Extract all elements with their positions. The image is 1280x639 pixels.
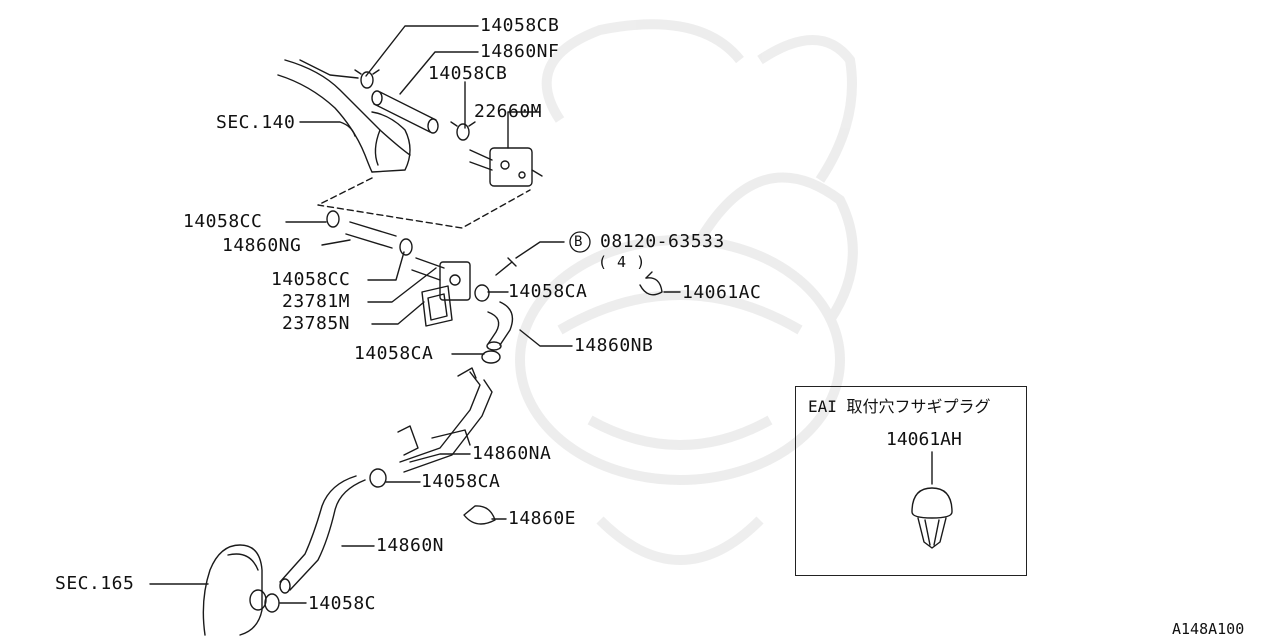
clip-14061ac [639, 271, 663, 296]
inset-title: EAI 取付穴フサギプラグ [808, 397, 991, 416]
label-14061ac: 14061AC [682, 282, 762, 303]
label-14058cb-a: 14058CB [480, 15, 560, 36]
clamp-14058ca-b [481, 350, 501, 364]
bolt-symbol: B [574, 234, 583, 250]
label-14860ng: 14860NG [222, 235, 302, 256]
plug-14061ah [911, 487, 953, 549]
label-22660m: 22660M [474, 101, 543, 122]
label-bolt-qty: ( 4 ) [598, 253, 646, 271]
label-08120-63533: 08120-63533 [600, 231, 725, 252]
label-14058cb-b: 14058CB [428, 63, 508, 84]
gasket-23785n [421, 285, 453, 327]
clamp-14058cb-lower [450, 121, 476, 141]
label-23785n: 23785N [282, 313, 351, 334]
sec165-throttle-body [202, 544, 267, 636]
label-14058cc-b: 14058CC [271, 269, 351, 290]
label-14860na: 14860NA [472, 443, 552, 464]
hose-14860nf [371, 90, 439, 134]
clamp-14058c [264, 593, 280, 613]
sec140-manifold [277, 59, 411, 173]
clamp-14058cb-upper [354, 69, 380, 89]
clamp-14860e [463, 505, 496, 525]
label-sec140: SEC.140 [216, 112, 296, 133]
figure-reference: A148A100 [1172, 620, 1245, 638]
watermark-emblem [515, 19, 858, 565]
label-14058ca-c: 14058CA [421, 471, 501, 492]
bolt-symbol-circle [569, 231, 591, 253]
label-sec165: SEC.165 [55, 573, 135, 594]
label-14860n: 14860N [376, 535, 445, 556]
label-14058cc-a: 14058CC [183, 211, 263, 232]
clamp-14058cc-a [326, 210, 340, 228]
dashed-reference-line [317, 177, 531, 229]
leader-lines [149, 25, 933, 604]
label-14058ca-a: 14058CA [508, 281, 588, 302]
clamp-14058cc-b [399, 238, 413, 256]
hose-14860ng [345, 221, 397, 249]
label-14860nb: 14860NB [574, 335, 654, 356]
label-23781m: 23781M [282, 291, 351, 312]
inset-box: EAI 取付穴フサギプラグ 14061AH [795, 386, 1027, 576]
label-14860e: 14860E [508, 508, 577, 529]
pipe-14860na [397, 367, 493, 473]
label-14860nf: 14860NF [480, 41, 560, 62]
label-14061ah: 14061AH [886, 429, 962, 450]
clamp-14058ca-a [474, 284, 490, 302]
label-14058c: 14058C [308, 593, 377, 614]
clamp-14058ca-c [369, 468, 387, 488]
sensor-22660m [469, 147, 543, 187]
hose-14860n [279, 475, 366, 594]
hose-14860nb [486, 301, 514, 351]
label-14058ca-b: 14058CA [354, 343, 434, 364]
bolt-08120-63533 [495, 257, 517, 276]
